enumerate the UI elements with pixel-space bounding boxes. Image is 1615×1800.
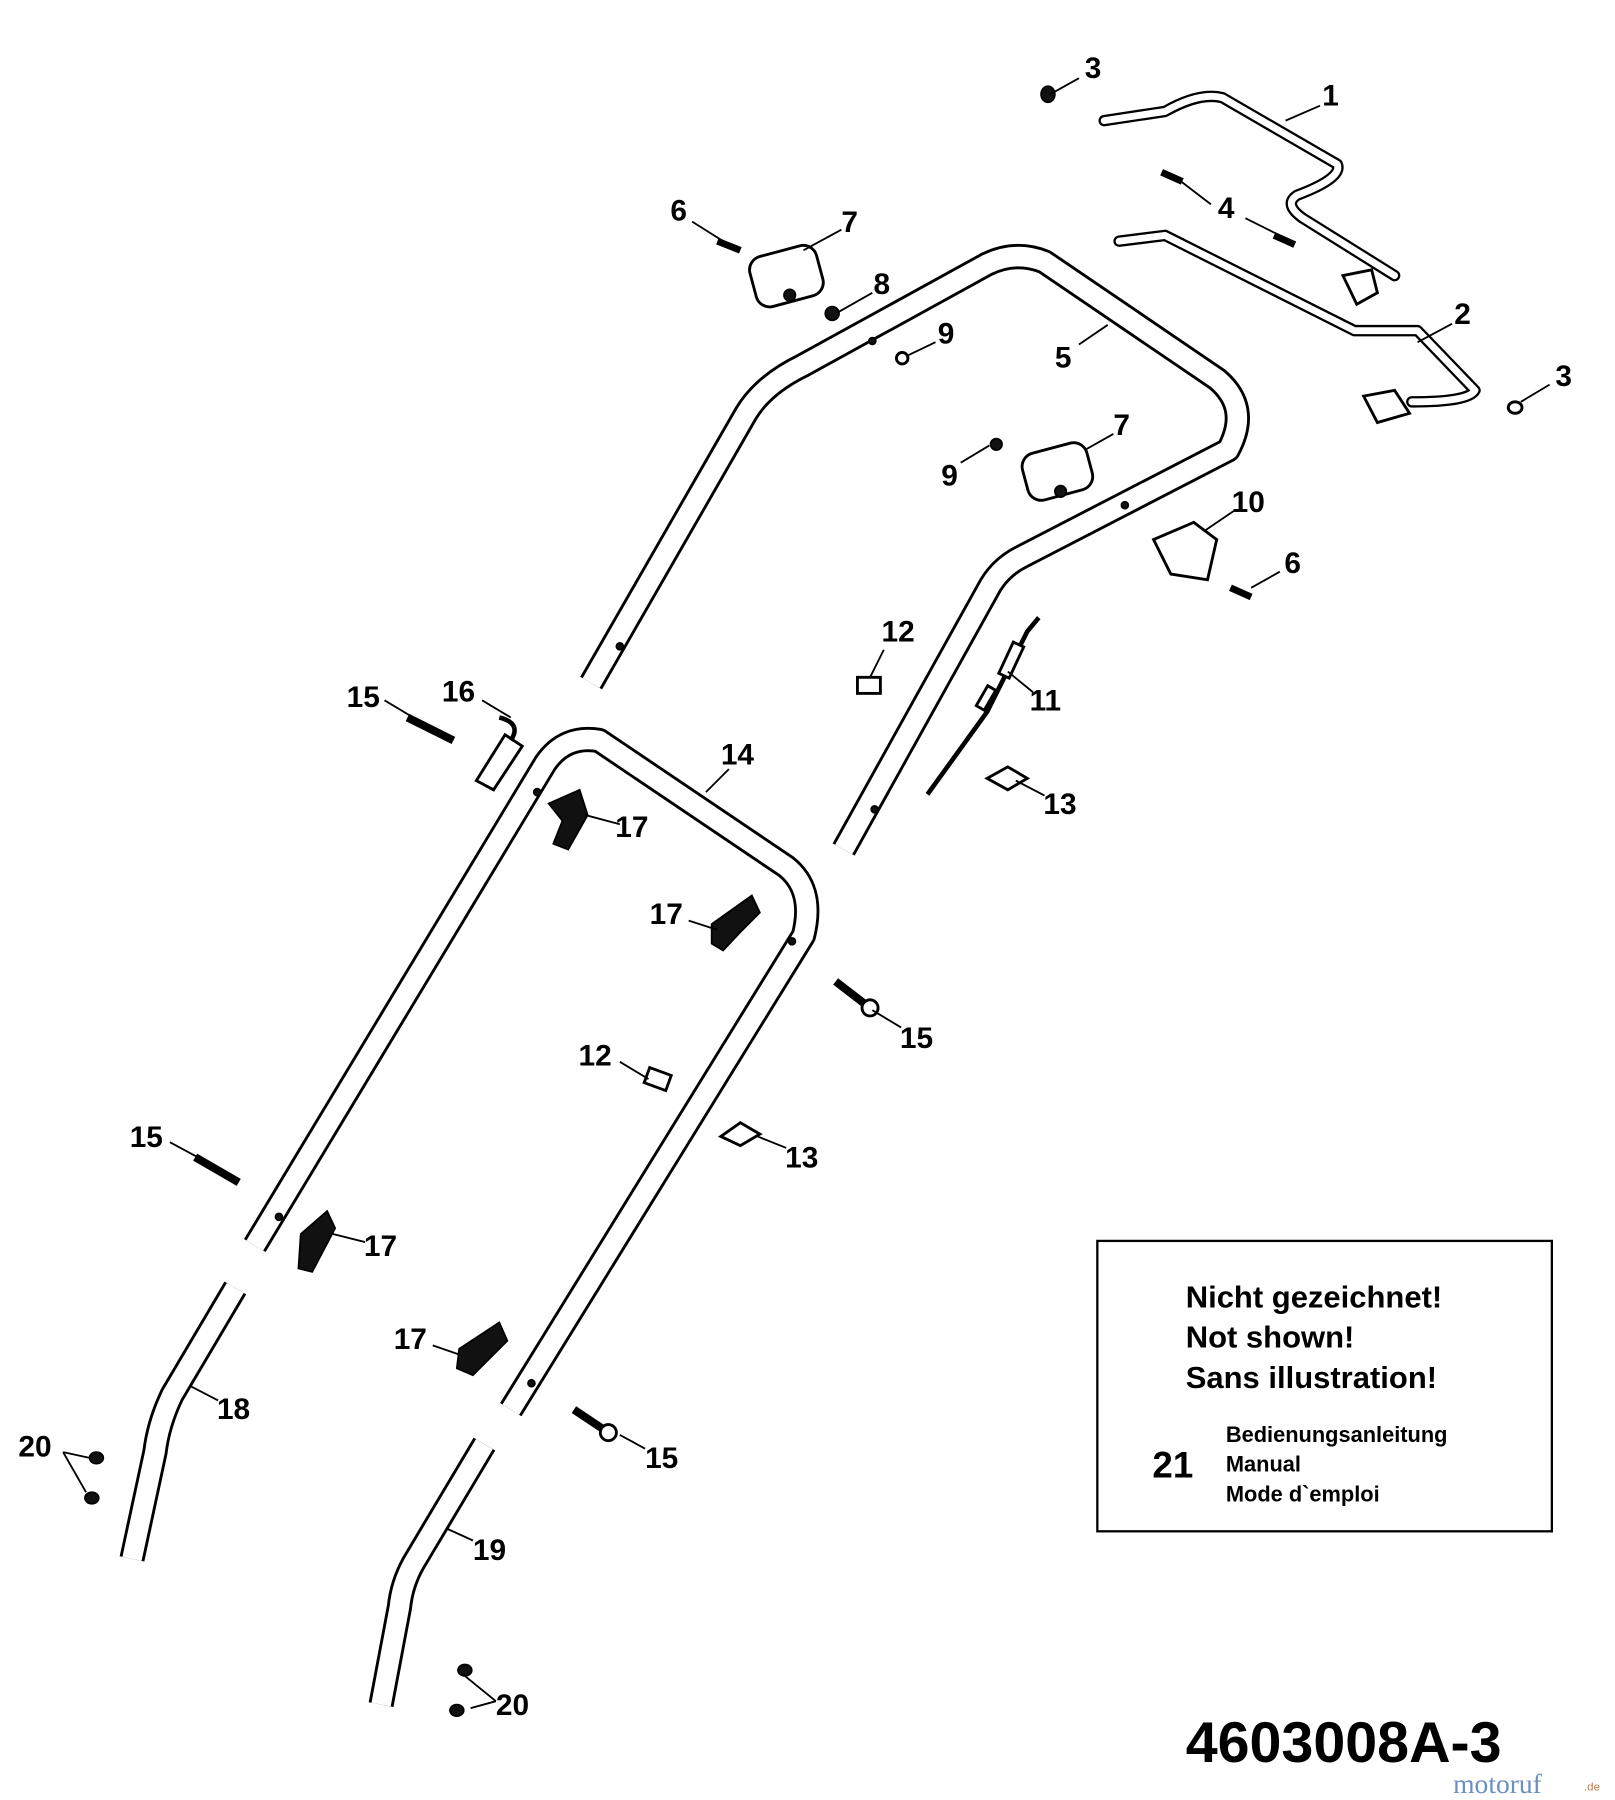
callout: 19 [473, 1534, 506, 1567]
callout: 20 [18, 1431, 51, 1464]
callout: 15 [130, 1121, 163, 1154]
item-desc-de: Bedienungsanleitung [1226, 1422, 1448, 1447]
upper-handle-part-5 [580, 244, 1250, 856]
diagram-code: 4603008A-3 [1186, 1711, 1502, 1775]
callout: 15 [645, 1442, 678, 1475]
callout: 17 [615, 811, 648, 844]
lower-tube-part-19 [368, 1437, 496, 1707]
callout: 5 [1055, 341, 1072, 374]
callout: 2 [1454, 298, 1471, 331]
callout: 9 [941, 460, 958, 493]
callout: 6 [670, 194, 687, 227]
item-desc-fr: Mode d`emploi [1226, 1481, 1380, 1506]
callout: 13 [785, 1141, 818, 1174]
callout: 12 [882, 616, 915, 649]
watermark-name: motoruf [1453, 1768, 1543, 1799]
callout: 14 [721, 739, 755, 772]
callout: 9 [938, 317, 955, 350]
callout: 13 [1043, 788, 1076, 821]
callout: 7 [1113, 409, 1130, 442]
callout: 11 [1030, 685, 1062, 718]
callout: 3 [1085, 52, 1102, 85]
bowden-cable-part-11 [925, 616, 1041, 796]
item-number: 21 [1152, 1444, 1193, 1485]
callout: 16 [442, 675, 475, 708]
callout: 18 [217, 1393, 250, 1426]
callout: 12 [579, 1039, 612, 1072]
callout: 4 [1218, 192, 1235, 225]
watermark-logo: motoruf .de [1453, 1768, 1600, 1799]
callout: 17 [394, 1323, 427, 1356]
note-line-fr: Sans illustration! [1186, 1360, 1437, 1395]
callout: 15 [347, 681, 380, 714]
callout: 1 [1322, 80, 1339, 113]
callout: 15 [900, 1022, 933, 1055]
callout: 7 [841, 206, 858, 239]
leader-lines [62, 77, 1551, 1709]
watermark-suffix: .de [1584, 1782, 1600, 1794]
middle-handle-part-14 [244, 726, 820, 1417]
callout: 3 [1555, 360, 1572, 393]
lower-tube-part-18 [119, 1281, 247, 1562]
hardware-parts [84, 85, 1524, 1717]
callout: 17 [364, 1230, 397, 1263]
callout: 17 [650, 898, 683, 931]
note-line-en: Not shown! [1186, 1320, 1355, 1355]
callout: 20 [496, 1689, 529, 1722]
note-line-de: Nicht gezeichnet! [1186, 1279, 1443, 1314]
callout: 8 [874, 268, 891, 301]
control-bar-part-2 [1113, 229, 1481, 425]
control-bar-part-1 [1098, 90, 1401, 307]
callout: 6 [1284, 547, 1301, 580]
callout: 10 [1232, 486, 1265, 519]
callout-labels: 3 1 6 7 4 8 9 5 2 3 7 9 10 6 12 15 16 11… [18, 52, 1572, 1722]
not-shown-note-box: Nicht gezeichnet! Not shown! Sans illust… [1096, 1239, 1554, 1533]
item-desc-en: Manual [1226, 1452, 1301, 1477]
